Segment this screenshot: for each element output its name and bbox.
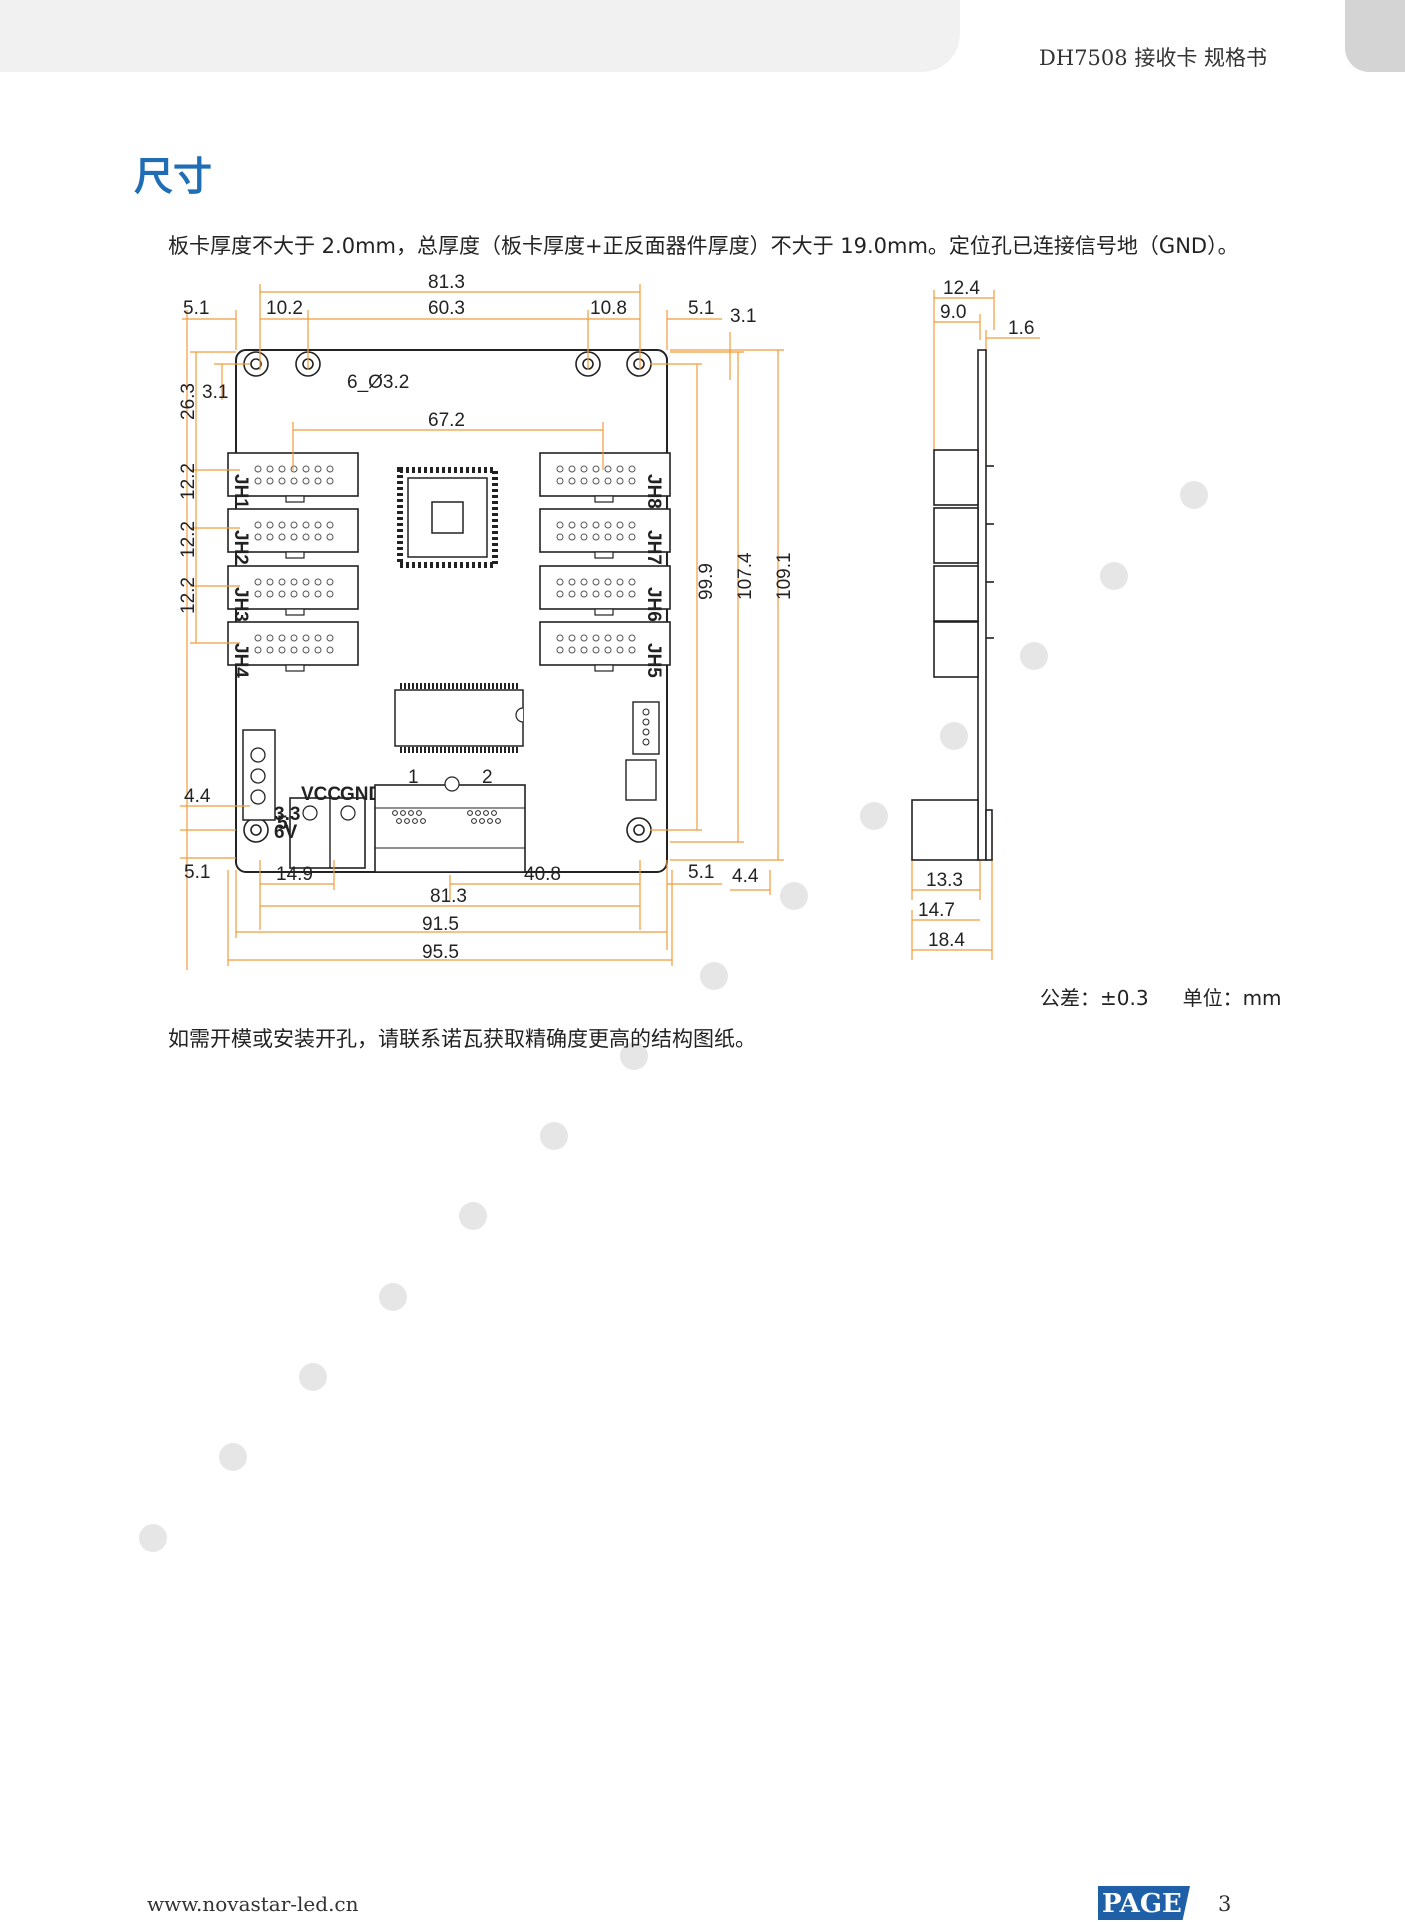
voltage-label: 3.3	[274, 804, 300, 825]
connector-label: JH1	[230, 474, 251, 509]
dim-pitch-3: 12.2	[178, 577, 199, 614]
dim-hole-offset: 3.1	[202, 382, 228, 403]
connector-label: JH2	[230, 530, 251, 565]
connector-label: JH7	[643, 530, 664, 565]
dim-overall-width: 95.5	[422, 942, 459, 963]
dim-side-rj45-board: 14.7	[918, 900, 955, 921]
dim-rj45-offset: 40.8	[524, 864, 561, 885]
dim-pitch-1: 12.2	[178, 463, 199, 500]
section-title: 尺寸	[134, 155, 213, 200]
dim-hole-spacing-right: 10.8	[590, 298, 627, 319]
connector-label: JH3	[230, 587, 251, 622]
dim-hole-spacing-mid: 60.3	[428, 298, 465, 319]
dim-height-holes: 99.9	[696, 563, 717, 600]
power-label: VCC	[301, 784, 341, 805]
dim-hole-spacing-left: 10.2	[266, 298, 303, 319]
header-band	[0, 0, 960, 72]
rj45-label: 1	[408, 767, 419, 788]
unit-label: 单位：mm	[1182, 986, 1282, 1010]
dimension-labels: 81.3 5.1 10.2 60.3 10.8 5.1 3.1 6_Ø3.2 3…	[178, 272, 1034, 963]
document-title: DH7508 接收卡 规格书	[1039, 46, 1267, 70]
page-number: 3	[1218, 1892, 1232, 1916]
dim-hole-diameter: 6_Ø3.2	[347, 372, 409, 393]
tolerance-label: 公差：±0.3	[1040, 986, 1149, 1010]
footer-website-link[interactable]: www.novastar-led.cn	[147, 1892, 359, 1916]
dim-pitch-2: 12.2	[178, 521, 199, 558]
dimension-drawing: JH1 JH2 JH3 JH4 JH8 JH7 JH6 JH5	[178, 272, 1040, 970]
dim-side-board-thickness: 1.6	[1008, 318, 1034, 339]
contact-note: 如需开模或安装开孔，请联系诺瓦获取精确度更高的结构图纸。	[168, 1027, 756, 1051]
connector-label: JH4	[230, 643, 251, 678]
dim-left-margin: 5.1	[183, 298, 209, 319]
voltage-label: 5	[277, 813, 288, 834]
connector-label: JH6	[643, 587, 664, 622]
voltage-label: 6V	[274, 822, 298, 843]
connector-label: JH8	[643, 474, 664, 509]
dim-right-margin: 5.1	[688, 298, 714, 319]
board-front-view: JH1 JH2 JH3 JH4 JH8 JH7 JH6 JH5	[227, 349, 671, 873]
dimension-lines	[180, 284, 1040, 970]
intro-paragraph: 板卡厚度不大于 2.0mm，总厚度（板卡厚度+正反面器件厚度）不大于 19.0m…	[168, 234, 1239, 258]
dim-bottom-hole-offset: 4.4	[184, 786, 211, 807]
connector-label: JH5	[643, 643, 664, 678]
board-side-view	[911, 349, 994, 861]
dim-board-width: 91.5	[422, 914, 459, 935]
dim-bottom-left-margin: 5.1	[184, 862, 210, 883]
dim-height-board: 107.4	[735, 552, 756, 600]
rj45-label: 2	[482, 767, 493, 788]
dim-side-total-bottom: 18.4	[928, 930, 965, 951]
dim-power-offset: 14.9	[276, 864, 313, 885]
dim-bottom-right-margin: 5.1	[688, 862, 714, 883]
dim-side-connector-depth: 9.0	[940, 302, 966, 323]
dim-side-total-top: 12.4	[943, 278, 980, 299]
power-label: GND	[340, 784, 382, 805]
header-tab	[1345, 0, 1405, 72]
dim-bottom-hole-width: 81.3	[430, 886, 467, 907]
dim-side-rj45-depth: 13.3	[926, 870, 963, 891]
dim-top-offset: 3.1	[730, 306, 756, 327]
dim-height-overall: 109.1	[774, 552, 795, 600]
dim-bottom-right-offset: 4.4	[732, 866, 759, 887]
dim-top-to-connector: 26.3	[178, 383, 199, 420]
dim-overall-hole-width: 81.3	[428, 272, 465, 293]
tolerance-note: 公差：±0.3 单位：mm	[1040, 982, 1316, 1011]
dim-connector-span: 67.2	[428, 410, 465, 431]
page-badge: PAGE	[1098, 1886, 1190, 1920]
